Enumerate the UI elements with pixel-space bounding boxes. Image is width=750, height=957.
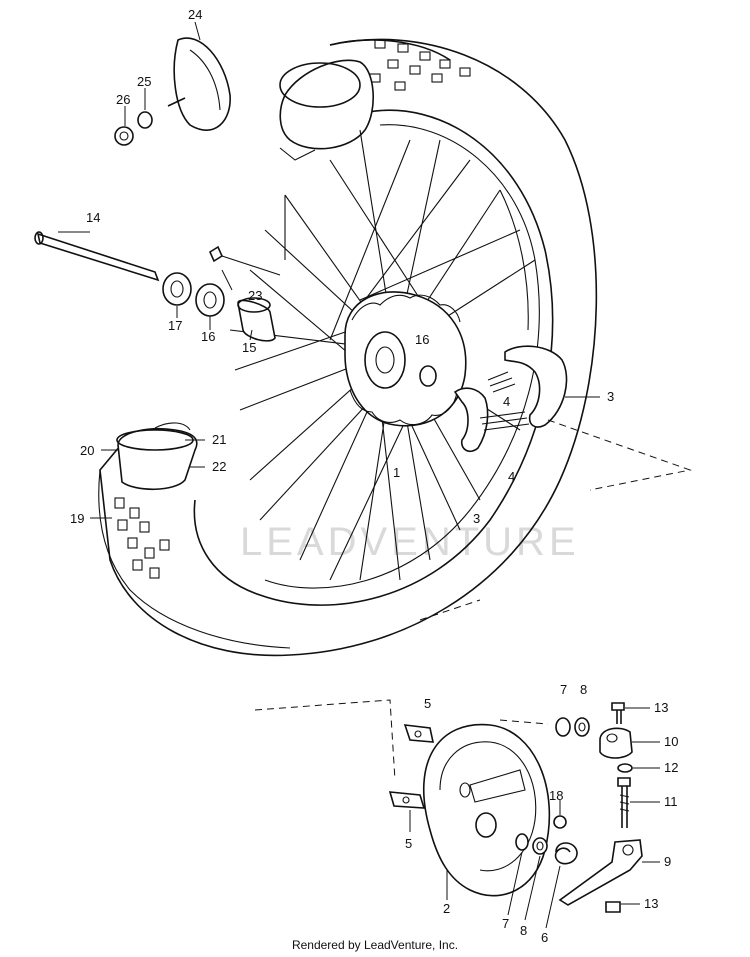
cam-10 bbox=[599, 727, 633, 759]
callout-4b: 4 bbox=[508, 469, 515, 484]
callout-17: 17 bbox=[168, 318, 182, 333]
callout-20: 20 bbox=[80, 443, 94, 458]
callout-16b: 16 bbox=[415, 332, 429, 347]
washer-12 bbox=[617, 763, 633, 773]
watermark: LEADVENTURE bbox=[240, 520, 580, 564]
callout-3a: 3 bbox=[607, 389, 614, 404]
callout-15: 15 bbox=[242, 340, 256, 355]
reference-lines bbox=[254, 419, 692, 781]
tube-top bbox=[279, 59, 375, 161]
valve-23 bbox=[208, 245, 281, 276]
callouts: 24 25 26 14 23 17 16 15 16 3 4 1 4 3 20 … bbox=[70, 7, 678, 945]
callout-5b: 5 bbox=[405, 836, 412, 851]
callout-14: 14 bbox=[86, 210, 100, 225]
leader-lines bbox=[58, 21, 660, 929]
bolt-13b bbox=[605, 901, 621, 913]
rim-band-24 bbox=[114, 37, 231, 146]
bracket-5b bbox=[388, 791, 426, 809]
callout-2: 2 bbox=[443, 901, 450, 916]
lever-9 bbox=[558, 839, 643, 906]
tire bbox=[98, 38, 598, 657]
bolt-18 bbox=[553, 815, 567, 829]
brake-shoes bbox=[453, 345, 568, 452]
callout-5a: 5 bbox=[424, 696, 431, 711]
callout-16a: 16 bbox=[201, 329, 215, 344]
axle bbox=[34, 231, 160, 282]
bracket-5a bbox=[403, 724, 435, 743]
spacer-15 bbox=[237, 297, 276, 342]
washer-8b bbox=[532, 837, 548, 855]
washer-7a bbox=[555, 717, 571, 737]
brake-panel bbox=[422, 723, 551, 897]
bolt-13a bbox=[611, 702, 625, 724]
callout-24: 24 bbox=[188, 7, 202, 22]
bearing-16 bbox=[195, 283, 225, 317]
callout-23: 23 bbox=[248, 288, 262, 303]
callout-7b: 7 bbox=[502, 916, 509, 931]
washer-7b bbox=[515, 833, 529, 851]
footer-credit: Rendered by LeadVenture, Inc. bbox=[291, 938, 459, 952]
callout-7a: 7 bbox=[560, 682, 567, 697]
callout-13b: 13 bbox=[644, 896, 658, 911]
callout-1: 1 bbox=[393, 465, 400, 480]
callout-25: 25 bbox=[137, 74, 151, 89]
callout-13a: 13 bbox=[654, 700, 668, 715]
callout-6: 6 bbox=[541, 930, 548, 945]
tread-top bbox=[369, 39, 471, 91]
tread-left bbox=[114, 497, 170, 579]
washer-8a bbox=[574, 717, 590, 737]
callout-26: 26 bbox=[116, 92, 130, 107]
callout-19: 19 bbox=[70, 511, 84, 526]
spring-6 bbox=[554, 842, 578, 865]
callout-18: 18 bbox=[549, 788, 563, 803]
callout-22: 22 bbox=[212, 459, 226, 474]
callout-8b: 8 bbox=[520, 923, 527, 938]
rim-band-left bbox=[116, 422, 198, 491]
callout-3b: 3 bbox=[473, 511, 480, 526]
callout-9: 9 bbox=[664, 854, 671, 869]
callout-10: 10 bbox=[664, 734, 678, 749]
callout-4a: 4 bbox=[503, 394, 510, 409]
callout-12: 12 bbox=[664, 760, 678, 775]
hub bbox=[344, 291, 467, 427]
callout-11: 11 bbox=[664, 794, 678, 809]
bearing-17 bbox=[162, 272, 192, 306]
callout-8a: 8 bbox=[580, 682, 587, 697]
shaft-11 bbox=[617, 777, 631, 828]
callout-21: 21 bbox=[212, 432, 226, 447]
